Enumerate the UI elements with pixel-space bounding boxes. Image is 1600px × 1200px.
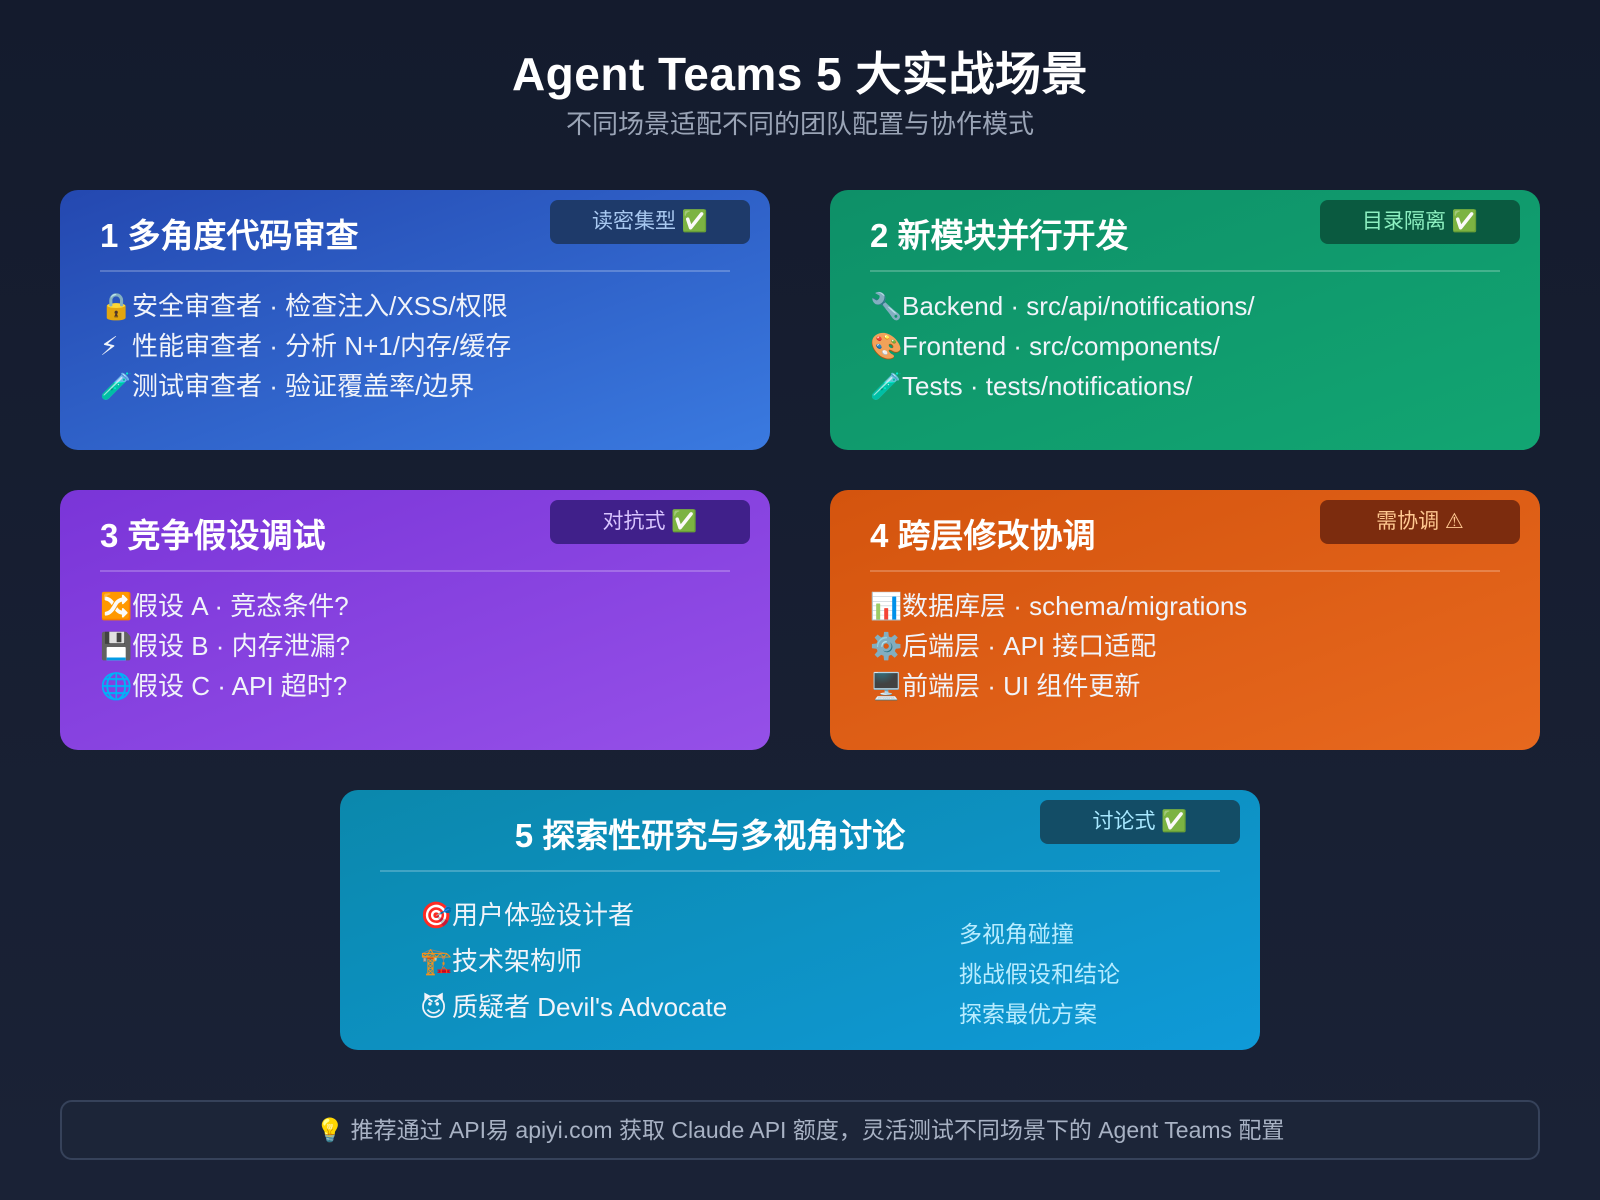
note-item: 挑战假设和结论 (959, 961, 1120, 987)
card-columns: 🎯用户体验设计者 🏗️技术架构师 😈质疑者 Devil's Advocate 多… (380, 886, 1220, 1034)
test-tube-icon: 🧪 (100, 371, 133, 401)
scenario-card-exploratory-research: 讨论式 ✅ 5 探索性研究与多视角讨论 🎯用户体验设计者 🏗️技术架构师 😈质疑… (340, 790, 1260, 1050)
test-tube-icon: 🧪 (870, 371, 903, 401)
item-text: 假设 A · 竞态条件? (132, 591, 349, 621)
item-text: 假设 C · API 超时? (132, 671, 348, 701)
item-text: 前端层 · UI 组件更新 (902, 671, 1141, 701)
item-text: 质疑者 Devil's Advocate (452, 992, 728, 1022)
card-title: 2 新模块并行开发 (870, 217, 1129, 254)
card-title: 3 竞争假设调试 (100, 517, 326, 554)
list-item: 😈质疑者 Devil's Advocate (420, 984, 727, 1030)
status-badge: 读密集型 ✅ (550, 200, 750, 244)
divider (100, 570, 730, 572)
roles-list: 🎯用户体验设计者 🏗️技术架构师 😈质疑者 Devil's Advocate (420, 892, 727, 1034)
item-text: 测试审查者 · 验证覆盖率/边界 (132, 371, 475, 401)
target-icon: 🎯 (420, 900, 453, 930)
globe-icon: 🌐 (100, 671, 133, 701)
item-text: 假设 B · 内存泄漏? (132, 631, 351, 661)
list-item: 🔒安全审查者 · 检查注入/XSS/权限 (100, 286, 730, 326)
status-badge: 讨论式 ✅ (1040, 800, 1240, 844)
item-text: Frontend · src/components/ (902, 331, 1220, 361)
list-item: ⚙️后端层 · API 接口适配 (870, 626, 1500, 666)
divider (870, 270, 1500, 272)
item-text: 用户体验设计者 (452, 900, 635, 930)
card-title: 1 多角度代码审查 (100, 217, 359, 254)
list-item: ⚡ 性能审查者 · 分析 N+1/内存/缓存 (100, 326, 730, 366)
monitor-icon: 🖥️ (870, 671, 903, 701)
palette-icon: 🎨 (870, 331, 903, 361)
status-badge: 对抗式 ✅ (550, 500, 750, 544)
scenario-card-cross-layer: 需协调 ⚠ 4 跨层修改协调 📊数据库层 · schema/migrations… (830, 490, 1540, 750)
shuffle-icon: 🔀 (100, 591, 133, 621)
list-item: 💾假设 B · 内存泄漏? (100, 626, 730, 666)
lock-icon: 🔒 (100, 291, 133, 321)
card-title: 4 跨层修改协调 (870, 517, 1096, 554)
scenario-card-hypothesis-debug: 对抗式 ✅ 3 竞争假设调试 🔀假设 A · 竞态条件? 💾假设 B · 内存泄… (60, 490, 770, 750)
item-text: 安全审查者 · 检查注入/XSS/权限 (132, 291, 508, 321)
item-text: 数据库层 · schema/migrations (902, 591, 1248, 621)
list-item: 🎨Frontend · src/components/ (870, 326, 1500, 366)
item-text: Tests · tests/notifications/ (902, 371, 1193, 401)
footer-tip: 💡 推荐通过 API易 apiyi.com 获取 Claude API 额度，灵… (60, 1100, 1540, 1160)
divider (100, 270, 730, 272)
bar-chart-icon: 📊 (870, 591, 903, 621)
note-item: 探索最优方案 (959, 1001, 1097, 1027)
list-item: 📊数据库层 · schema/migrations (870, 586, 1500, 626)
crane-icon: 🏗️ (420, 946, 453, 976)
footer-text: 推荐通过 API易 apiyi.com 获取 Claude API 额度，灵活测… (350, 1117, 1285, 1143)
page-subtitle: 不同场景适配不同的团队配置与协作模式 (565, 109, 1034, 139)
notes-list: 多视角碰撞 挑战假设和结论 探索最优方案 (959, 914, 1120, 1034)
list-item: 🧪测试审查者 · 验证覆盖率/边界 (100, 366, 730, 406)
lightning-icon: ⚡ (100, 331, 119, 361)
devil-icon: 😈 (420, 992, 448, 1022)
divider (380, 870, 1220, 872)
scenario-card-parallel-dev: 目录隔离 ✅ 2 新模块并行开发 🔧Backend · src/api/noti… (830, 190, 1540, 450)
list-item: 🎯用户体验设计者 (420, 892, 727, 938)
page-title: Agent Teams 5 大实战场景 (511, 48, 1089, 100)
list-item: 🌐假设 C · API 超时? (100, 666, 730, 706)
item-text: 技术架构师 (452, 946, 583, 976)
item-text: Backend · src/api/notifications/ (902, 291, 1255, 321)
list-item: 🔀假设 A · 竞态条件? (100, 586, 730, 626)
divider (870, 570, 1500, 572)
gear-icon: ⚙️ (870, 631, 903, 661)
status-badge: 需协调 ⚠ (1320, 500, 1520, 544)
item-text: 后端层 · API 接口适配 (902, 631, 1157, 661)
list-item: 🖥️前端层 · UI 组件更新 (870, 666, 1500, 706)
lightbulb-icon: 💡 (315, 1117, 345, 1143)
wrench-icon: 🔧 (870, 291, 903, 321)
status-badge: 目录隔离 ✅ (1320, 200, 1520, 244)
list-item: 🧪Tests · tests/notifications/ (870, 366, 1500, 406)
note-item: 多视角碰撞 (959, 921, 1074, 947)
list-item: 🏗️技术架构师 (420, 938, 727, 984)
card-title: 5 探索性研究与多视角讨论 (514, 817, 906, 854)
item-text: 性能审查者 · 分析 N+1/内存/缓存 (132, 331, 512, 361)
scenario-card-code-review: 读密集型 ✅ 1 多角度代码审查 🔒安全审查者 · 检查注入/XSS/权限 ⚡ 性… (60, 190, 770, 450)
floppy-disk-icon: 💾 (100, 631, 133, 661)
list-item: 🔧Backend · src/api/notifications/ (870, 286, 1500, 326)
